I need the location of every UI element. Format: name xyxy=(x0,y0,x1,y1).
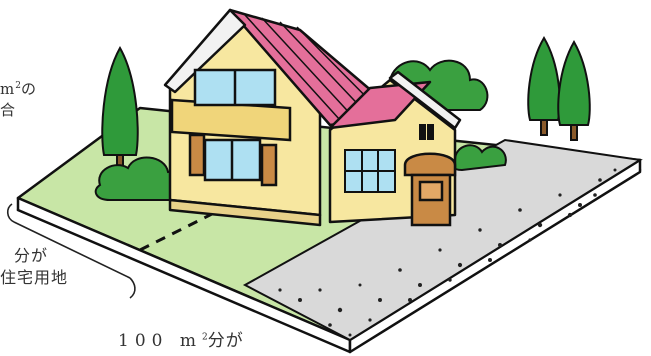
label-top-tail: の xyxy=(21,80,37,98)
label-top: m2の 合 xyxy=(0,78,37,120)
label-bottom-unit: m xyxy=(180,331,202,351)
label-mid-line2: 住宅用地 xyxy=(0,268,68,287)
tree-right-1 xyxy=(528,38,560,135)
front-door xyxy=(405,154,455,225)
tree-right-2 xyxy=(558,42,590,140)
label-bottom-num: 100 xyxy=(118,331,168,351)
label-mid: 分が 住宅用地 xyxy=(0,245,68,289)
label-top-unit: m xyxy=(0,80,15,98)
label-top-line2: 合 xyxy=(0,101,16,119)
label-bottom: 100 m2分が xyxy=(118,326,244,351)
tree-left xyxy=(102,48,137,170)
label-mid-line1: 分が xyxy=(0,246,48,265)
bush-right xyxy=(452,145,505,170)
label-bottom-tail: 分が xyxy=(208,331,244,351)
